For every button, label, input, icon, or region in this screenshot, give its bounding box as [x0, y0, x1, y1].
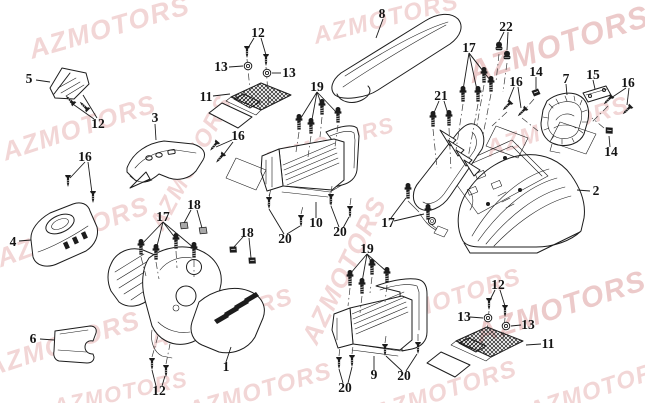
callout-21: 21 — [434, 88, 448, 103]
callout-6: 6 — [30, 331, 37, 346]
screw-icon — [500, 99, 514, 113]
callout-14: 14 — [604, 144, 618, 159]
callout-11: 11 — [542, 336, 555, 351]
callout-10: 10 — [309, 215, 323, 230]
callout-12: 12 — [91, 116, 105, 131]
bolt-icon — [474, 85, 482, 102]
nut-icon — [495, 41, 503, 51]
watermark-text: AZMOTORS — [25, 0, 194, 65]
screw-icon — [327, 193, 335, 207]
clip-icon — [603, 124, 616, 137]
washer-icon — [262, 68, 272, 78]
callout-13: 13 — [214, 59, 228, 74]
callout-18: 18 — [187, 197, 201, 212]
screw-icon — [485, 297, 493, 311]
nut-icon — [503, 50, 511, 60]
callout-16: 16 — [509, 74, 523, 89]
screw-icon — [64, 174, 72, 188]
clip-icon — [531, 88, 541, 97]
callout-7: 7 — [563, 71, 570, 86]
callout-8: 8 — [379, 6, 386, 21]
bolt-icon — [424, 203, 432, 220]
screw-icon — [262, 53, 270, 67]
screw-icon — [265, 196, 273, 210]
watermark-text: AZMOTORS — [50, 366, 191, 403]
callout-17: 17 — [462, 40, 476, 55]
callout-12: 12 — [251, 25, 265, 40]
callout-3: 3 — [152, 110, 159, 125]
clip-icon — [246, 254, 259, 267]
callout-22: 22 — [499, 19, 513, 34]
part-8-seat — [331, 13, 462, 103]
screw-icon — [148, 357, 156, 371]
callout-2: 2 — [593, 183, 600, 198]
part-3-front-grille-cover — [126, 140, 206, 189]
clip-icon — [227, 243, 240, 256]
callout-16: 16 — [621, 75, 635, 90]
part-2-rear-fender — [457, 154, 585, 254]
screw-icon — [335, 356, 343, 370]
callout-12: 12 — [152, 383, 166, 398]
part-9-footboard-right — [331, 278, 428, 357]
callout-1: 1 — [223, 359, 230, 374]
callout-13: 13 — [457, 309, 471, 324]
callout-4: 4 — [10, 234, 17, 249]
callout-16: 16 — [231, 128, 245, 143]
callout-14: 14 — [529, 64, 543, 79]
screw-icon — [348, 354, 356, 368]
callout-19: 19 — [310, 79, 324, 94]
part-1-front-fender — [107, 246, 265, 359]
reference-plates — [225, 121, 597, 191]
callout-5: 5 — [26, 71, 33, 86]
callout-12: 12 — [491, 277, 505, 292]
callout-17: 17 — [156, 209, 170, 224]
bolt-icon — [318, 98, 326, 115]
screw-icon — [297, 214, 305, 228]
part-7-tail-housing — [540, 92, 590, 154]
washer-icon — [243, 61, 253, 71]
callout-9: 9 — [371, 367, 378, 382]
callout-20: 20 — [333, 224, 347, 239]
callout-13: 13 — [282, 65, 296, 80]
part-11-footrest-pad-bottom — [426, 326, 524, 378]
bolt-icon — [445, 109, 453, 126]
watermark-text: AZMOTORS — [184, 357, 336, 403]
bolt-icon — [334, 106, 342, 123]
callout-17: 17 — [381, 215, 395, 230]
callout-15: 15 — [586, 67, 600, 82]
callout-20: 20 — [278, 231, 292, 246]
clip-icon — [197, 225, 209, 236]
screw-icon — [346, 205, 354, 219]
rear-carrier-assembly — [412, 123, 549, 238]
bolt-icon — [368, 258, 376, 275]
callout-19: 19 — [360, 241, 374, 256]
callout-11: 11 — [200, 89, 213, 104]
bolt-icon — [307, 117, 315, 134]
callout-20: 20 — [397, 368, 411, 383]
callout-labels: 5 12 3 16 11 12 13 13 8 19 16 4 17 18 18… — [10, 6, 635, 398]
part-5-front-flap — [49, 67, 90, 100]
part-6-bracket — [53, 325, 97, 364]
callout-16: 16 — [78, 149, 92, 164]
screw-icon — [89, 190, 97, 204]
part-11-footrest-pad-top — [208, 82, 292, 129]
washer-icon — [483, 313, 493, 323]
part-10-footboard-left — [260, 125, 360, 206]
watermark-text: AZMOTORS — [524, 353, 645, 403]
callout-18: 18 — [240, 225, 254, 240]
leader-lines — [18, 18, 630, 387]
callout-20: 20 — [338, 380, 352, 395]
washer-icon — [501, 321, 511, 331]
screw-icon — [243, 45, 251, 59]
bolt-icon — [429, 110, 437, 127]
bolt-icon — [404, 182, 412, 199]
part-4-front-nose-cover — [30, 202, 98, 267]
callout-13: 13 — [521, 317, 535, 332]
